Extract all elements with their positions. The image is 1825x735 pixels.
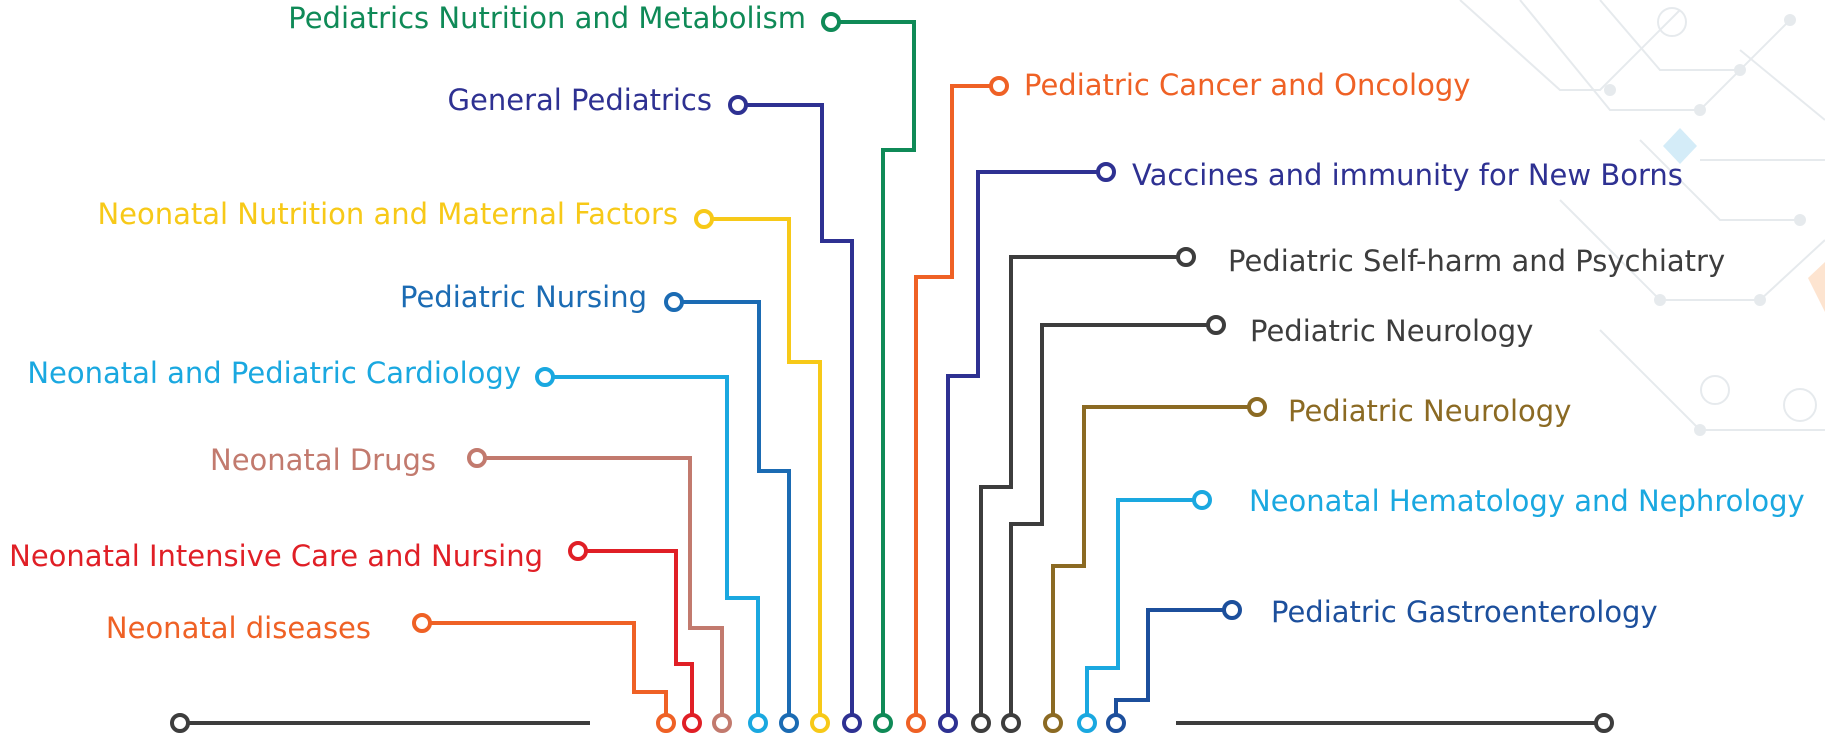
bottom-node-neonatal-nutrition-maternal: [810, 713, 830, 733]
label-pediatric-nursing: Pediatric Nursing: [400, 280, 647, 314]
bottom-node-vaccines-immunity: [938, 713, 958, 733]
label-pediatric-gastroenterology: Pediatric Gastroenterology: [1271, 595, 1658, 629]
label-neonatal-nutrition-maternal: Neonatal Nutrition and Maternal Factors: [97, 197, 678, 231]
bottom-node-neonatal-pediatric-cardiology: [748, 713, 768, 733]
label-neonatal-drugs: Neonatal Drugs: [210, 443, 436, 477]
label-node-neonatal-pediatric-cardiology: [535, 367, 555, 387]
label-pediatric-neurology-1: Pediatric Neurology: [1250, 314, 1533, 348]
bottom-node-general-pediatrics: [842, 713, 862, 733]
connector-general-pediatrics: [738, 103, 854, 723]
label-node-general-pediatrics: [728, 95, 748, 115]
bottom-node-neonatal-hematology-nephrology: [1077, 713, 1097, 733]
label-pediatric-neurology-2: Pediatric Neurology: [1288, 394, 1571, 428]
label-pediatric-self-harm: Pediatric Self-harm and Psychiatry: [1228, 244, 1725, 278]
label-neonatal-intensive-care: Neonatal Intensive Care and Nursing: [9, 539, 543, 573]
label-general-pediatrics: General Pediatrics: [448, 83, 712, 117]
bottom-node-pediatric-cancer-oncology: [906, 713, 926, 733]
connector-pediatrics-nutrition-metabolism: [831, 20, 916, 723]
connector-pediatric-gastroenterology: [1114, 608, 1232, 723]
connector-neonatal-drugs: [477, 456, 724, 723]
label-pediatric-cancer-oncology: Pediatric Cancer and Oncology: [1024, 68, 1470, 102]
bottom-node-pediatric-neurology-1: [1001, 713, 1021, 733]
label-node-pediatric-nursing: [664, 292, 684, 312]
label-node-neonatal-hematology-nephrology: [1192, 490, 1212, 510]
label-node-neonatal-diseases: [412, 613, 432, 633]
label-node-pediatric-self-harm: [1176, 247, 1196, 267]
connector-neonatal-pediatric-cardiology: [545, 375, 760, 723]
label-node-pediatrics-nutrition-metabolism: [821, 12, 841, 32]
connector-pediatric-neurology-2: [1051, 405, 1257, 723]
bottom-node-neonatal-diseases: [656, 713, 676, 733]
bottom-node-pediatrics-nutrition-metabolism: [873, 713, 893, 733]
baseline-left-endpoint: [170, 713, 190, 733]
connector-pediatric-neurology-1: [1009, 323, 1216, 723]
label-vaccines-immunity: Vaccines and immunity for New Borns: [1132, 158, 1683, 192]
bottom-node-pediatric-nursing: [779, 713, 799, 733]
baseline-right-endpoint: [1594, 713, 1614, 733]
circuit-background-decor: [1459, 0, 1825, 436]
bottom-node-pediatric-self-harm: [971, 713, 991, 733]
bottom-node-pediatric-neurology-2: [1043, 713, 1063, 733]
bottom-node-neonatal-intensive-care: [682, 713, 702, 733]
label-node-neonatal-nutrition-maternal: [694, 209, 714, 229]
label-pediatrics-nutrition-metabolism: Pediatrics Nutrition and Metabolism: [288, 1, 806, 35]
label-neonatal-hematology-nephrology: Neonatal Hematology and Nephrology: [1249, 484, 1805, 518]
label-node-pediatric-cancer-oncology: [989, 76, 1009, 96]
connector-pediatric-cancer-oncology: [914, 84, 999, 723]
diamond-decor-orange: [1808, 262, 1825, 312]
bottom-node-pediatric-gastroenterology: [1106, 713, 1126, 733]
label-node-pediatric-neurology-1: [1206, 315, 1226, 335]
label-neonatal-diseases: Neonatal diseases: [106, 611, 371, 645]
bottom-node-neonatal-drugs: [712, 713, 732, 733]
label-node-neonatal-intensive-care: [568, 541, 588, 561]
label-node-neonatal-drugs: [467, 448, 487, 468]
connector-pediatric-self-harm: [979, 255, 1186, 723]
connector-neonatal-diseases: [422, 621, 668, 723]
connector-neonatal-nutrition-maternal: [704, 217, 822, 723]
connector-neonatal-hematology-nephrology: [1085, 498, 1202, 723]
connector-neonatal-intensive-care: [578, 549, 694, 723]
connector-vaccines-immunity: [946, 170, 1106, 723]
label-neonatal-pediatric-cardiology: Neonatal and Pediatric Cardiology: [27, 356, 521, 390]
diamond-decor-blue: [1663, 128, 1697, 164]
connector-pediatric-nursing: [674, 300, 791, 723]
label-node-pediatric-neurology-2: [1247, 397, 1267, 417]
label-node-vaccines-immunity: [1096, 162, 1116, 182]
label-node-pediatric-gastroenterology: [1222, 600, 1242, 620]
